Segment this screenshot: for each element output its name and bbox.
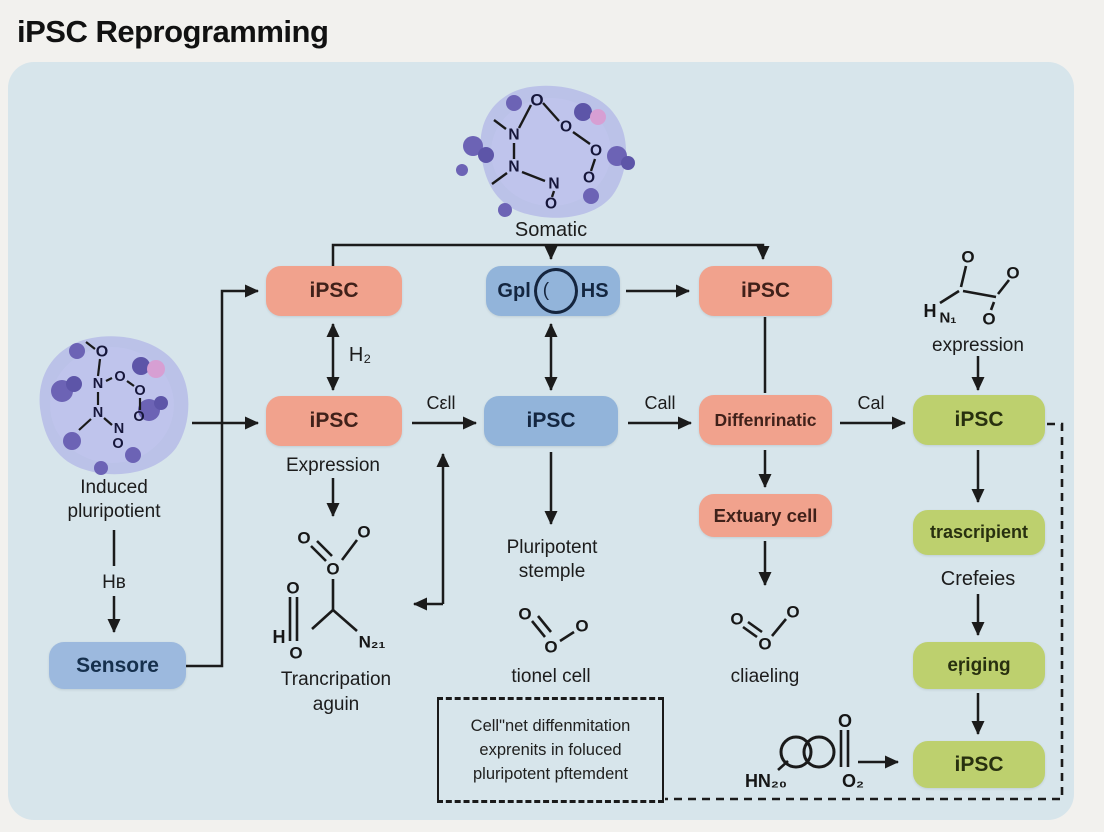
somatic-cell-illustration: O N O O N O N O: [456, 85, 635, 218]
svg-text:H: H: [924, 301, 937, 321]
svg-text:O: O: [1006, 264, 1019, 283]
note-box: Cell"net diffenmitation exprenits in fol…: [437, 697, 664, 803]
svg-text:N: N: [508, 127, 519, 144]
node-ipsc-row1-left: iPSC: [266, 266, 402, 316]
svg-text:O: O: [134, 383, 145, 399]
svg-text:H: H: [273, 627, 286, 647]
page-title: iPSC Reprogramming: [17, 14, 329, 49]
svg-text:O: O: [961, 248, 974, 267]
label-expression-left: Expression: [286, 455, 380, 476]
node-eriging: eŗiging: [913, 642, 1045, 689]
induced-cell-illustration: O N O O N O N O: [39, 336, 189, 475]
connector-arrows: [107, 243, 985, 769]
svg-text:O: O: [545, 196, 557, 213]
label-somatic: Somatic: [514, 219, 588, 241]
svg-text:O: O: [297, 529, 310, 548]
label-trancripation-line2: aguin: [312, 694, 360, 715]
trancripation-molecule: O O O O H O N₂₁: [273, 523, 386, 663]
label-pluripotent-line2: stemple: [518, 561, 586, 582]
svg-text:O₂: O₂: [842, 771, 864, 791]
node-extuary-cell: Extuary cell: [699, 494, 832, 537]
svg-text:O: O: [758, 635, 771, 654]
svg-text:O: O: [289, 644, 302, 663]
label-hb: Hʙ: [102, 572, 126, 593]
label-expression-right: expression: [932, 335, 1024, 356]
node-plasmid: Gpl ( HS: [486, 266, 620, 316]
svg-text:N: N: [548, 176, 559, 193]
svg-text:O: O: [530, 91, 543, 110]
label-call-arrow: Call: [644, 393, 676, 413]
somatic-cell-molecule: [491, 102, 597, 198]
svg-text:N: N: [508, 159, 519, 176]
tionel-molecule: O O O: [518, 605, 588, 657]
svg-text:N₁: N₁: [939, 310, 956, 327]
svg-text:N: N: [93, 376, 103, 392]
svg-text:O: O: [518, 605, 531, 624]
plasmid-circle-icon: (: [533, 268, 578, 314]
svg-text:O: O: [583, 170, 595, 187]
svg-text:O: O: [114, 369, 125, 385]
induced-cell-molecule: [78, 341, 142, 431]
svg-text:O: O: [560, 119, 572, 136]
node-ipsc-row2-left: iPSC: [266, 396, 402, 446]
induced-cell-dots: [51, 343, 168, 475]
svg-text:N: N: [93, 405, 103, 421]
note-line2: exprenits in foluced: [479, 740, 622, 759]
label-cell-arrow: Cεll: [426, 393, 456, 413]
node-trascripient: trascripient: [913, 510, 1045, 555]
svg-text:O: O: [133, 409, 144, 425]
svg-text:N: N: [114, 421, 124, 437]
svg-text:O: O: [730, 610, 743, 629]
note-line1: Cell"net diffenmitation: [470, 716, 631, 735]
node-ipsc-row2-center: iPSC: [484, 396, 618, 446]
label-h2: H₂: [348, 344, 372, 366]
label-tionel-cell: tionel cell: [511, 666, 591, 687]
svg-text:O: O: [357, 523, 370, 542]
svg-text:O: O: [590, 143, 602, 160]
hn20-molecule: HN₂₀ O O₂: [745, 711, 864, 791]
label-pluripotent-line1: Pluripotent: [506, 537, 598, 558]
node-ipsc-bottom: iPSC: [913, 741, 1045, 788]
svg-text:O: O: [838, 711, 852, 731]
cliaeling-molecule: O O O: [730, 603, 799, 654]
svg-text:O: O: [326, 560, 339, 579]
label-induced-line2: pluripotient: [67, 501, 161, 522]
label-crefeies: Crefeies: [940, 568, 1016, 590]
svg-text:O: O: [112, 436, 123, 452]
note-line3: pluripotent pftemdent: [472, 764, 629, 783]
svg-text:N₂₁: N₂₁: [359, 633, 386, 652]
svg-text:O: O: [286, 579, 299, 598]
hn1-expression-molecule: O O O H N₁: [924, 248, 1020, 329]
svg-text:O: O: [982, 310, 995, 329]
label-cliaeling: cliaeling: [730, 666, 800, 687]
svg-text:O: O: [96, 344, 108, 361]
dashed-feedback-path: [665, 422, 1064, 801]
label-induced-line1: Induced: [80, 477, 148, 498]
somatic-cell-dots: [456, 95, 635, 217]
node-ipsc-row2-right: iPSC: [913, 395, 1045, 445]
node-sensore: Sensore: [49, 642, 186, 689]
node-differentiate: Diffenrinatic: [699, 395, 832, 445]
label-trancripation-line1: Trancripation: [280, 669, 392, 690]
svg-text:O: O: [786, 603, 799, 622]
svg-text:O: O: [544, 638, 557, 657]
node-ipsc-row1-right: iPSC: [699, 266, 832, 316]
svg-text:O: O: [575, 617, 588, 636]
svg-text:HN₂₀: HN₂₀: [745, 771, 787, 791]
label-cal-arrow: Cal: [857, 393, 885, 413]
